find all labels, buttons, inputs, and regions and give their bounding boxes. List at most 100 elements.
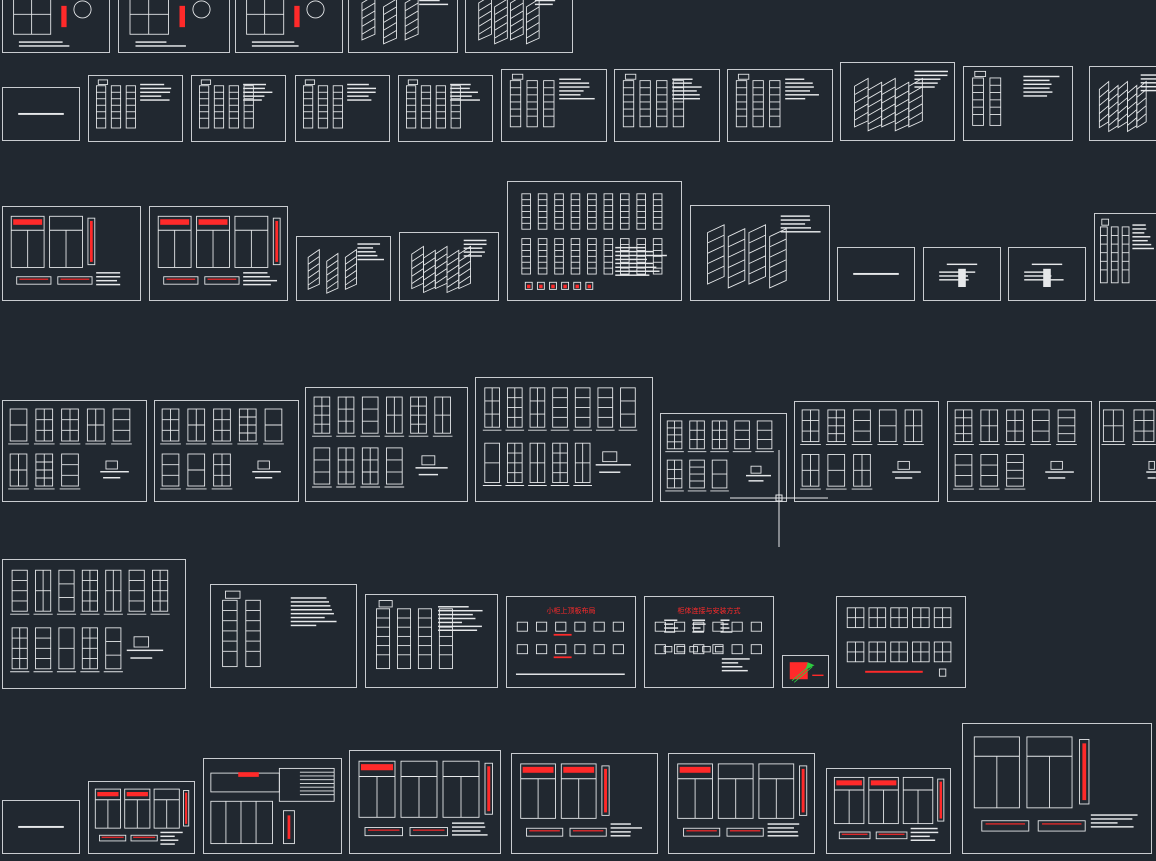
drawing-sheet[interactable] — [296, 236, 391, 301]
sheet-drawing — [482, 387, 638, 486]
sheet-red-title-2: 柜体连接与安装方式 — [677, 607, 741, 615]
drawing-sheet[interactable] — [501, 69, 607, 142]
sheet-drawing — [18, 112, 64, 115]
drawing-sheet[interactable] — [511, 753, 658, 854]
drawing-sheet[interactable] — [295, 75, 390, 142]
drawing-sheet[interactable] — [727, 69, 833, 142]
sheet-drawing — [735, 73, 819, 128]
sheet-drawing — [478, 0, 556, 45]
drawing-sheet[interactable] — [660, 413, 787, 502]
drawing-sheet[interactable] — [668, 753, 815, 854]
drawing-sheet[interactable] — [88, 781, 195, 854]
sheet-drawing — [411, 239, 487, 294]
drawing-sheet[interactable] — [88, 75, 183, 142]
sheet-drawing — [312, 396, 453, 488]
sheet-drawing — [210, 767, 335, 845]
drawing-sheet[interactable] — [837, 247, 915, 301]
sheet-drawing — [973, 736, 1138, 832]
drawing-sheet[interactable] — [947, 401, 1092, 502]
drawing-sheet[interactable] — [2, 0, 110, 53]
sheet-drawing — [160, 408, 284, 490]
drawing-sheet[interactable] — [1089, 66, 1156, 141]
sheet-drawing — [8, 408, 132, 490]
drawing-sheet[interactable] — [614, 69, 720, 142]
sheet-drawing — [707, 215, 821, 289]
drawing-sheet[interactable]: 小柜上顶板布局 — [506, 596, 636, 688]
drawing-sheet[interactable] — [365, 594, 498, 688]
drawing-sheet[interactable] — [235, 0, 343, 53]
drawing-sheet[interactable] — [782, 655, 829, 688]
drawing-sheet[interactable] — [962, 723, 1152, 854]
sheet-drawing — [18, 825, 64, 828]
drawing-sheet[interactable] — [2, 206, 141, 301]
sheet-drawing — [846, 607, 952, 677]
drawing-sheet[interactable] — [465, 0, 573, 53]
sheet-drawing — [13, 0, 92, 47]
sheet-drawing — [509, 73, 595, 128]
drawing-sheet[interactable] — [836, 596, 966, 688]
sheet-drawing — [854, 70, 948, 132]
sheet-drawing — [665, 420, 774, 492]
sheet-drawing — [677, 763, 808, 837]
drawing-sheet[interactable] — [149, 206, 288, 301]
sheet-drawing — [833, 776, 945, 841]
sheet-drawing — [1024, 263, 1064, 287]
drawing-sheet[interactable] — [2, 559, 186, 689]
drawing-sheet[interactable] — [1094, 213, 1156, 301]
drawing-sheet[interactable] — [398, 75, 493, 142]
sheet-drawing — [157, 215, 281, 286]
drawing-sheet[interactable] — [2, 400, 147, 502]
sheet-drawing — [622, 73, 702, 128]
sheet-drawing — [10, 215, 121, 286]
drawing-sheet[interactable] — [191, 75, 286, 142]
sheet-drawing — [358, 760, 493, 837]
drawing-sheet[interactable] — [1008, 247, 1086, 301]
sheet-drawing — [800, 409, 924, 490]
drawing-sheet[interactable] — [2, 87, 80, 141]
drawing-sheet[interactable] — [154, 400, 299, 502]
drawing-sheet[interactable] — [1099, 401, 1156, 502]
sheet-drawing — [95, 79, 172, 129]
sheet-drawing — [405, 79, 480, 129]
sheet-drawing — [515, 621, 625, 675]
drawing-sheet[interactable]: 柜体连接与安装方式 — [644, 596, 774, 688]
sheet-drawing — [1098, 74, 1156, 133]
sheet-drawing — [939, 263, 978, 287]
sheet-drawing — [1101, 409, 1156, 479]
sheet-drawing — [10, 569, 170, 673]
sheet-drawing — [953, 409, 1077, 490]
sheet-drawing — [129, 0, 211, 47]
drawing-sheet[interactable] — [794, 401, 939, 502]
drawing-sheet[interactable] — [203, 758, 342, 854]
sheet-drawing — [94, 788, 190, 845]
sheet-drawing — [972, 70, 1060, 126]
sheet-drawing — [246, 0, 325, 47]
drawing-sheet[interactable] — [826, 768, 951, 854]
sheet-drawing — [376, 600, 483, 670]
drawing-sheet[interactable] — [690, 205, 830, 301]
drawing-sheet[interactable] — [963, 66, 1073, 141]
drawing-sheet[interactable] — [475, 377, 653, 502]
drawing-sheet[interactable] — [399, 232, 499, 301]
drawing-sheet[interactable] — [2, 800, 80, 854]
sheet-drawing — [853, 272, 899, 275]
sheet-drawing — [222, 590, 337, 668]
drawing-sheet[interactable] — [507, 181, 682, 301]
drawing-sheet[interactable] — [118, 0, 230, 53]
sheet-drawing — [789, 662, 824, 683]
sheet-drawing — [361, 0, 449, 45]
sheet-drawing — [1100, 218, 1154, 284]
sheet-red-title-1: 小柜上顶板布局 — [546, 607, 596, 615]
sheet-drawing — [654, 619, 762, 672]
sheet-drawing — [520, 763, 643, 837]
drawing-sheet[interactable] — [923, 247, 1001, 301]
sheet-drawing — [302, 79, 377, 129]
drawing-sheet[interactable] — [305, 387, 468, 502]
drawing-sheet[interactable] — [840, 62, 955, 141]
sheet-drawing — [307, 243, 384, 294]
sheet-drawing — [198, 79, 273, 129]
drawing-sheet[interactable] — [210, 584, 357, 688]
drawing-sheet[interactable] — [348, 0, 458, 53]
drawing-sheet[interactable] — [349, 750, 501, 854]
